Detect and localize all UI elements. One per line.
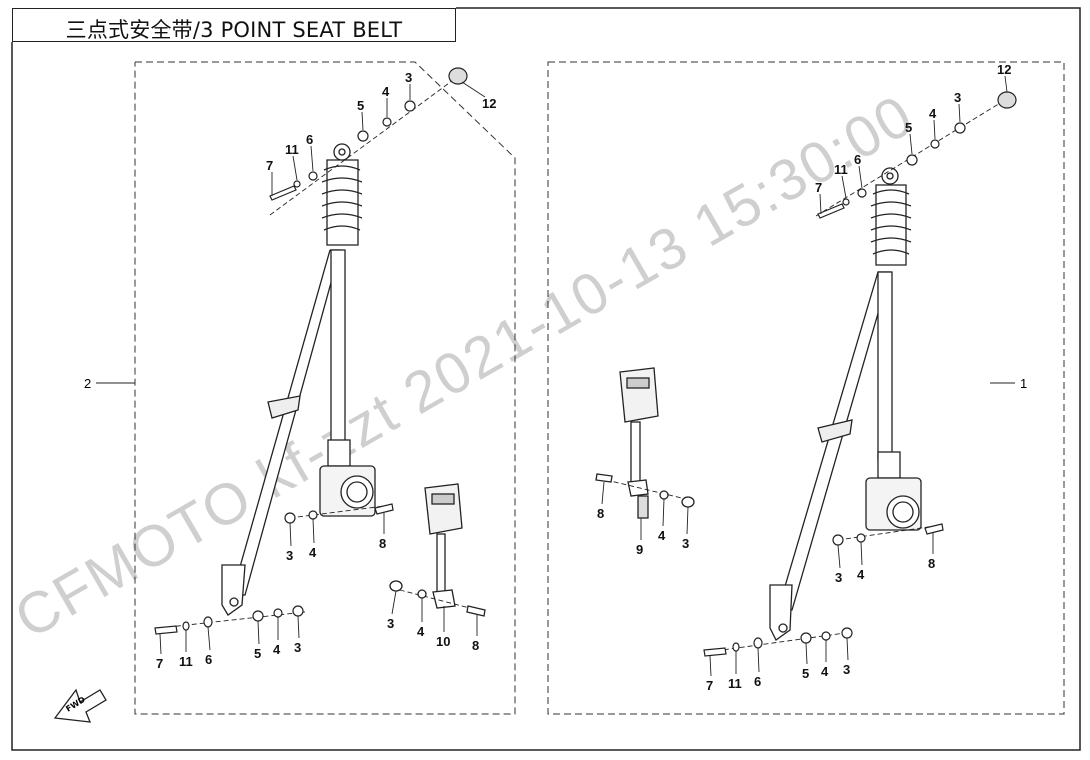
nut-3-left — [404, 100, 416, 112]
washer-4-buckle-left — [417, 589, 427, 599]
fwd-arrow-icon: FWD — [53, 688, 107, 723]
bolt-8-buckle-left — [466, 605, 486, 617]
callout-8: 8 — [597, 506, 604, 521]
callout-3: 3 — [405, 70, 412, 85]
callout-4: 4 — [417, 624, 425, 639]
callout-4: 4 — [821, 664, 829, 679]
bolt-7-right — [817, 203, 845, 219]
right-assembly-boundary — [547, 61, 1065, 715]
callout-5: 5 — [357, 98, 364, 113]
washer-6-bottom-right — [753, 637, 763, 649]
callout-4: 4 — [658, 528, 666, 543]
washer-6-left — [308, 171, 318, 181]
callout-4: 4 — [857, 567, 865, 582]
callout-11: 11 — [834, 162, 848, 177]
nut-3-retractor-right — [832, 534, 844, 546]
callout-11: 11 — [728, 676, 742, 691]
washer-4-right — [930, 139, 940, 149]
watermark: CFMOTO kf-zzt 2021-10-13 15:30:00 — [4, 82, 925, 651]
washer-4-retractor-left — [308, 510, 318, 520]
washer-6-right — [857, 188, 867, 198]
spacer-5-left — [357, 130, 369, 142]
callout-3: 3 — [954, 90, 961, 105]
callout-3: 3 — [682, 536, 689, 551]
washer-6-bottom-left — [203, 616, 213, 628]
cap-12-left — [448, 67, 468, 85]
washer-11-bottom-right — [732, 642, 740, 652]
bolt-7-bottom-right — [703, 647, 727, 657]
nut-3-bottom-left — [292, 605, 304, 617]
callout-7: 7 — [156, 656, 163, 671]
callout-3: 3 — [835, 570, 842, 585]
left-seat-belt — [159, 74, 461, 629]
callout-7: 7 — [815, 180, 822, 195]
nut-3-bottom-right — [841, 627, 853, 639]
callout-9: 9 — [636, 542, 643, 557]
outer-frame — [11, 7, 1081, 751]
callout-11: 11 — [285, 142, 299, 157]
nut-3-buckle-right — [681, 496, 695, 508]
nut-3-retractor-left — [284, 512, 296, 524]
cap-12-right — [997, 91, 1017, 109]
left-buckle — [389, 483, 486, 617]
assembly-label-left: 2 — [84, 376, 91, 391]
callout-12: 12 — [482, 96, 496, 111]
callout-4: 4 — [382, 84, 390, 99]
washer-11-left — [293, 180, 301, 188]
callout-4: 4 — [929, 106, 937, 121]
callout-5: 5 — [254, 646, 261, 661]
callout-6: 6 — [854, 152, 861, 167]
callout-11: 11 — [179, 654, 193, 669]
washer-11-right — [842, 198, 850, 206]
left-assembly-boundary — [134, 61, 516, 715]
right-seat-belt — [707, 99, 1006, 653]
callout-7: 7 — [266, 158, 273, 173]
title-box: 三点式安全带/3 POINT SEAT BELT — [12, 8, 456, 42]
assembly-label-right: 1 — [1020, 376, 1027, 391]
page-title: 三点式安全带/3 POINT SEAT BELT — [65, 18, 403, 42]
bolt-8-buckle-right — [595, 473, 613, 483]
callout-5: 5 — [802, 666, 809, 681]
callout-10: 10 — [436, 634, 450, 649]
washer-4-buckle-right — [659, 490, 669, 500]
callout-4: 4 — [273, 642, 281, 657]
callout-4: 4 — [309, 545, 317, 560]
callout-3: 3 — [294, 640, 301, 655]
bolt-7-left — [269, 185, 297, 201]
bolt-7-bottom-left — [154, 625, 178, 635]
left-top-hardware — [269, 67, 468, 201]
nut-3-right — [954, 122, 966, 134]
spacer-5-bottom-right — [800, 632, 812, 644]
callout-3: 3 — [843, 662, 850, 677]
washer-4-bottom-right — [821, 631, 831, 641]
right-retractor — [865, 451, 922, 531]
callout-6: 6 — [306, 132, 313, 147]
spacer-5-bottom-left — [252, 610, 264, 622]
left-retractor — [319, 439, 376, 517]
callout-7: 7 — [706, 678, 713, 693]
callout-8: 8 — [379, 536, 386, 551]
washer-4-bottom-left — [273, 608, 283, 618]
right-pivot-boot — [870, 167, 912, 266]
nut-3-buckle-left — [389, 580, 403, 592]
callout-5: 5 — [905, 120, 912, 135]
callout-6: 6 — [754, 674, 761, 689]
callout-6: 6 — [205, 652, 212, 667]
callout-3: 3 — [387, 616, 394, 631]
callout-3: 3 — [286, 548, 293, 563]
left-pivot-boot — [321, 143, 363, 246]
washer-4-left — [382, 117, 392, 127]
right-buckle — [595, 367, 695, 519]
callout-8: 8 — [928, 556, 935, 571]
spacer-5-right — [906, 154, 918, 166]
callout-12: 12 — [997, 62, 1011, 77]
bolt-8-retractor-left — [374, 503, 394, 515]
washer-11-bottom-left — [182, 621, 190, 631]
washer-4-retractor-right — [856, 533, 866, 543]
buckle-connector-9 — [637, 495, 649, 519]
callout-8: 8 — [472, 638, 479, 653]
bolt-8-retractor-right — [924, 523, 944, 535]
